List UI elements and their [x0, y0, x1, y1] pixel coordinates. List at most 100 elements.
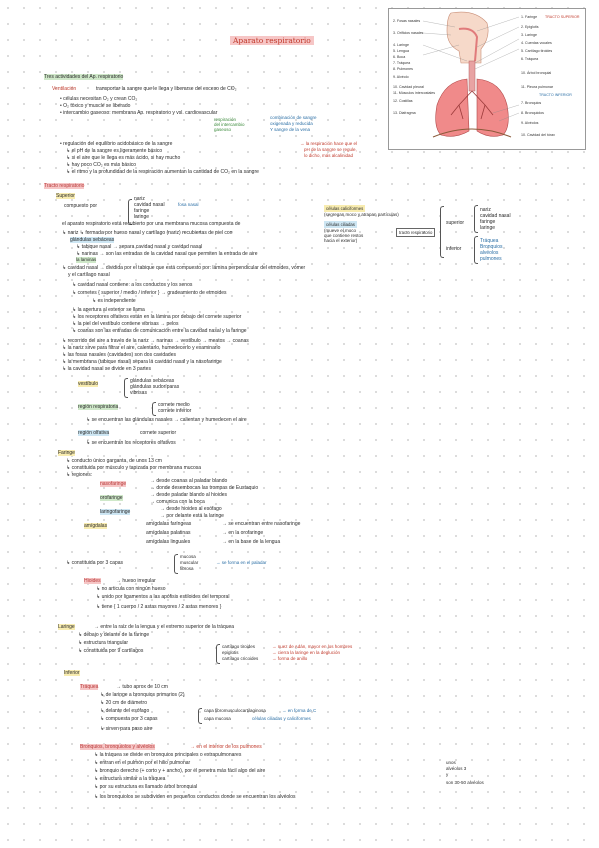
region-resp-label: región respiratoria — [78, 404, 119, 410]
cavidad-sub-item: ↳ los receptores olfativos están en la l… — [72, 314, 242, 320]
right-sup-item: cavidad nasal — [480, 213, 511, 219]
figure-label-right-2: 3. Laringe — [521, 33, 537, 37]
nasofaringe-item: → donde desembocan las trompas de Eustaq… — [150, 485, 259, 491]
figure-label-right-6: 7. Bronquios — [521, 101, 542, 105]
superior-item: faringe — [134, 208, 150, 214]
right-sup-item: faringe — [480, 219, 496, 225]
figure-tracto-superior: TRACTO SUPERIOR — [545, 15, 580, 19]
glandulas-label: glándulas sebáceas — [70, 237, 115, 243]
funciones-heading: Tres actividades del Ap. respiratorio — [44, 74, 124, 80]
mucosa-tag: (segregan moco y atrapan partículas) — [324, 212, 399, 217]
region-note: ↳ se encuentran las glándulas nasales → … — [86, 417, 247, 423]
traquea-note: células ciliadas y caliciformes — [252, 716, 311, 721]
superior-item: cavidad nasal — [134, 202, 165, 208]
mucosa-tag: que contiene restos — [324, 233, 364, 238]
brace — [474, 205, 478, 233]
right-inf-item: alvéolos — [480, 250, 499, 256]
figure-label-left-10: 12. Costillas — [393, 99, 413, 103]
bronquios-item: ↳ por su estructura es llamado árbol bro… — [94, 784, 198, 790]
cartilago-note: → nuez de Adán, mayor en los hombres — [272, 644, 353, 649]
laringe-item: ↳ debajo y delante de la faringe — [78, 632, 150, 638]
faringe-item: ↳ conducto único garganta, de unos 13 cm — [66, 458, 162, 464]
figure-tracto-inferior: TRACTO INFERIOR — [539, 93, 572, 97]
figure-label-right-1: 2. Epiglotis — [521, 25, 539, 29]
intercambio-note: del intercambio — [214, 122, 245, 127]
amigdalas-item: amígdalas palatinas — [146, 530, 191, 536]
funciones-item: • intercambio gaseoso: membrana Ap. resp… — [60, 110, 218, 116]
respiratory-diagram-illustration — [422, 11, 520, 138]
sangre-note: oxigenada y reducida — [270, 121, 313, 126]
recorrido-item: ↳ la nariz sirve para filtrar el aire, c… — [62, 345, 221, 351]
equilibrio-note: → la respiración hace que el — [300, 141, 358, 146]
figure-label-left-0: 2. Fosas nasales — [393, 19, 421, 23]
capas-item: fibrosa — [180, 566, 194, 571]
superior-tag: superior — [446, 220, 465, 226]
orofaringe-item: → desde paladar blando al hioides — [150, 492, 227, 498]
traquea-capa: capa mucosa — [204, 716, 231, 721]
ventilacion-text: transportar la sangre que le llega y lib… — [96, 86, 237, 92]
ventilacion-label: Ventilación — [52, 86, 77, 92]
region-olf-item: cornete superior — [140, 430, 177, 436]
superior-label: Superior — [56, 193, 75, 199]
figure-pleura-label: 11. Pleura pulmonar — [521, 85, 554, 89]
right-sup-item: nariz — [480, 207, 491, 213]
right-inf-item: pulmones — [480, 256, 502, 262]
cavidad-sub-item: ↳ la apertura al exterior se llama — [72, 307, 145, 313]
bronquios-item: ↳ estructura similar a la tráquea — [94, 776, 166, 782]
figure-label-left-11: 13. Diafragma — [393, 111, 416, 115]
mucosa-tag: células ciliadas — [324, 221, 357, 228]
compuesto-label: compuesto por — [64, 203, 98, 209]
recorrido-item: ↳ recorrido del aire a través de la nari… — [62, 338, 249, 344]
figure-label-left-8: 10. Cavidad pleural — [393, 85, 424, 89]
side-note: unos — [446, 760, 456, 765]
figure-label-right-8: 9. Alvéolos — [521, 121, 539, 125]
mucosa-tag: hacia el exterior) — [324, 238, 358, 243]
figure-label-left-7: 9. Alvéolo — [393, 75, 409, 79]
nasofaringe-label: nasofaringe — [100, 481, 127, 487]
capas-item: mucosa — [180, 554, 196, 559]
superior-item: laringe — [134, 214, 150, 220]
cavidad-sub-item: ↳ es independiente — [92, 298, 136, 304]
respiratory-diagram: 2. Fosas nasales 3. Orificios nasales 4.… — [388, 8, 586, 150]
tracto-heading: Tracto respiratorio — [44, 183, 85, 189]
figure-label-left-4: 6. Boca — [393, 55, 406, 59]
side-note: son 30-50 alvéolos — [446, 780, 484, 785]
equilibrio-item: ↳ el ritmo y la profundidad de la respir… — [66, 169, 259, 175]
cartilago-item: cartílago cricoides — [222, 656, 259, 661]
capas-label: ↳ constituida por 3 capas — [66, 560, 123, 566]
cavidad-sub-item: ↳ cavidad nasal contiene: a los conducto… — [72, 282, 193, 288]
amigdalas-item: amígdalas linguales — [146, 539, 191, 545]
nariz-sub-item: ↳ narinas → son las entradas de la cavid… — [76, 251, 258, 257]
laringe-item: → entre la raíz de la lengua y el extrem… — [94, 624, 235, 630]
bronquios-item: ↳ los bronquiolos se subdividen en peque… — [94, 794, 296, 800]
region-note2: ↳ se encuentran los receptores olfativos — [86, 440, 176, 446]
amigdalas-item: amígdalas faríngeas — [146, 521, 192, 527]
recorrido-item: ↳ las fosas nasales (cavidades) son dos … — [62, 352, 176, 358]
brace — [474, 236, 478, 264]
traquea-label: Tráquea — [80, 684, 99, 690]
brace — [440, 206, 444, 258]
region-resp-item: cornete inferior — [158, 408, 192, 414]
hioides-item: ↳ unido por ligamentos a las apófisis es… — [96, 594, 230, 600]
traquea-item: ↳ 20 cm de diámetro — [100, 700, 147, 706]
amigdalas-note: → en la orofaringe — [222, 530, 264, 536]
figure-arbol-label: 10. Árbol bronquial — [521, 71, 552, 75]
sangre-note: Y sangre de la vena — [270, 127, 310, 132]
laringe-label: Laringe — [58, 624, 75, 630]
figure-label-left-5: 7. Tráquea — [393, 61, 411, 65]
laringofaringe-label: laringofaringe — [100, 509, 131, 515]
bronquios-item: ↳ entran en el pulmón por el hilio pulmo… — [94, 760, 191, 766]
capas-item: muscular — [180, 560, 199, 565]
page-title: Aparato respiratorio — [230, 36, 314, 45]
cavidad-sub-item: ↳ la piel del vestíbulo contiene vibrisa… — [72, 321, 179, 327]
right-sup-item: laringe — [480, 225, 496, 231]
bronquios-item: ↳ bronquio derecho (+ corto y + ancho), … — [94, 768, 266, 774]
cartilago-note: → forma de anillo — [272, 656, 308, 661]
equilibrio-note: lo dicho, más alcalinidad — [304, 153, 354, 158]
vestibulo-item: glándulas sudoríparas — [130, 384, 180, 390]
side-note: y — [446, 772, 449, 777]
amigdalas-note: → se encuentran entre nasofaringe — [222, 521, 301, 527]
hioides-item: ↳ no articula con ningún hueso — [96, 586, 166, 592]
figure-label-right-0: 1. Faringe — [521, 15, 538, 19]
laringofaringe-item: → desde hioides al esófago — [160, 506, 222, 512]
